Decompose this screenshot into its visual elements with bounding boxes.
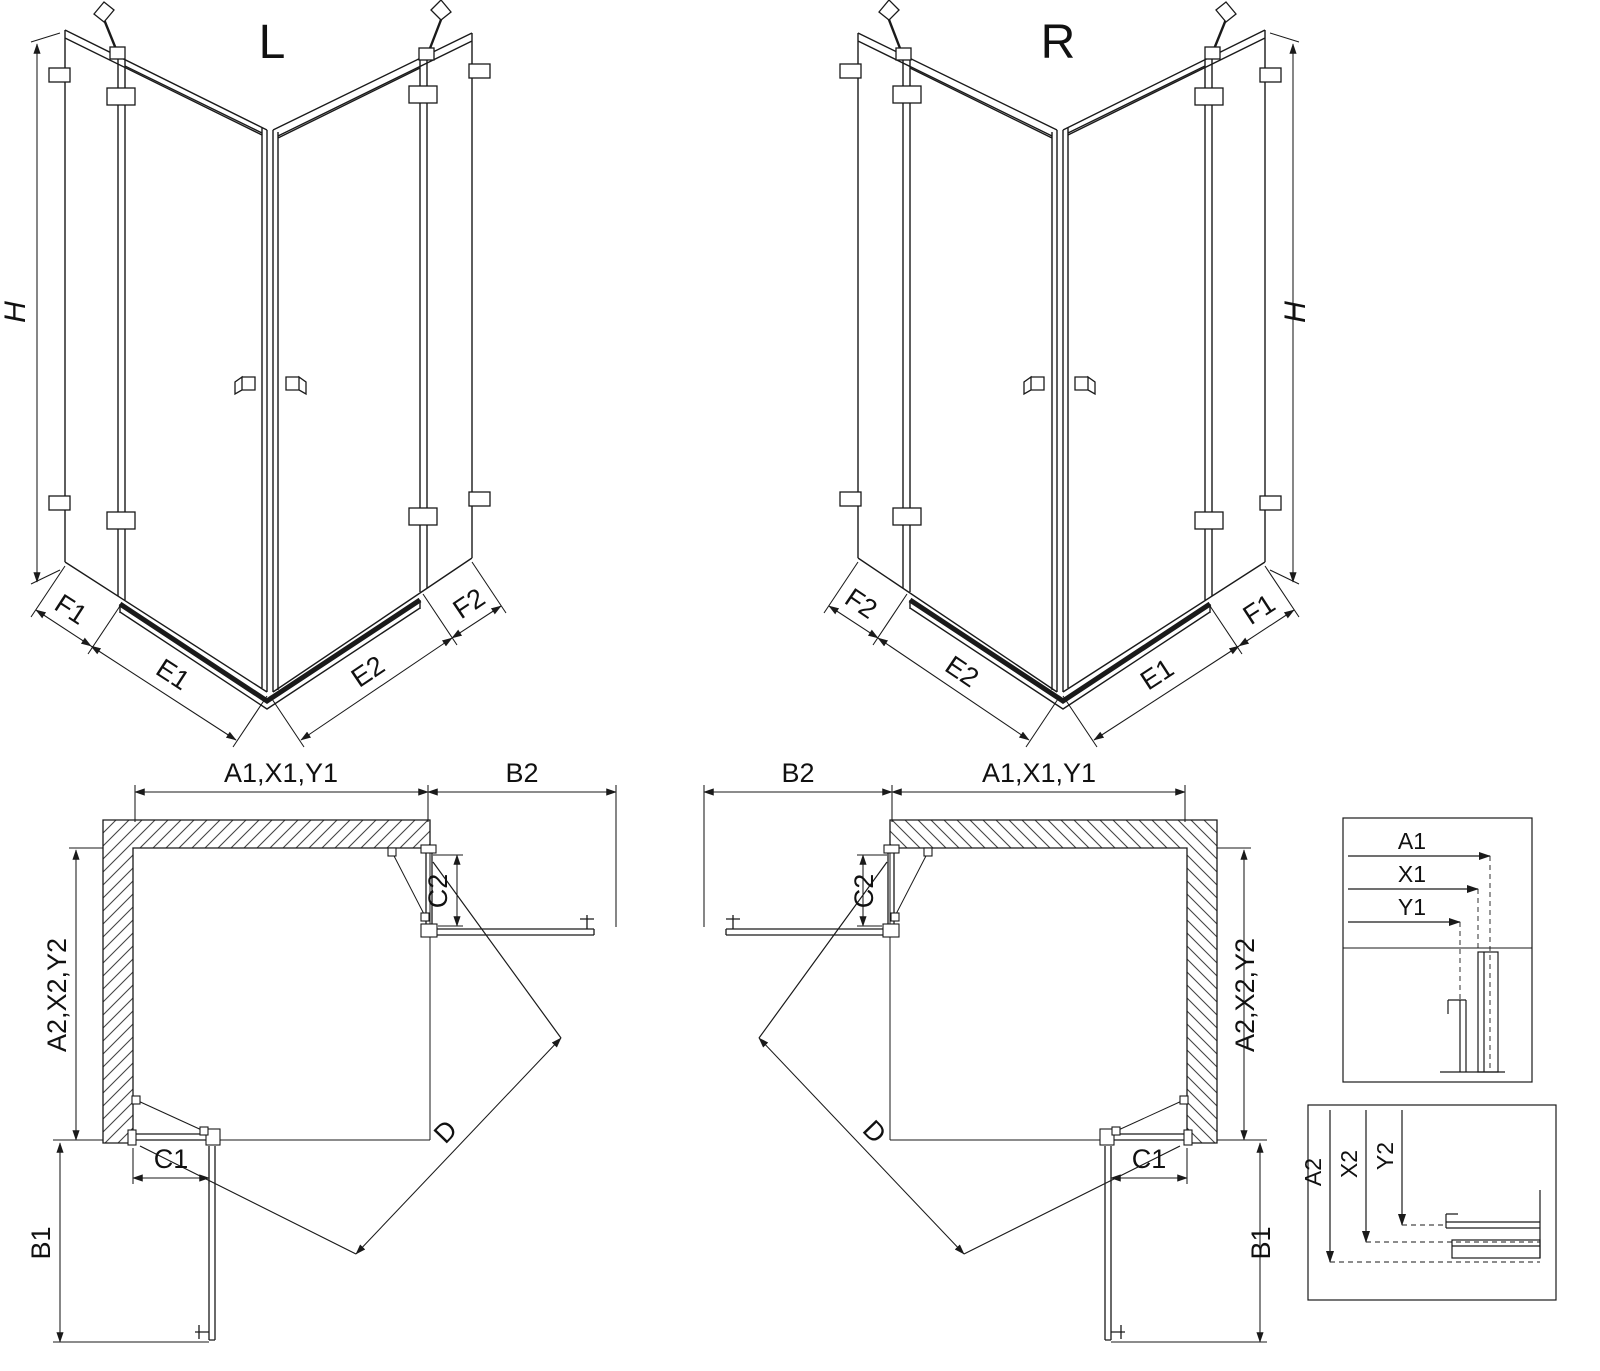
dim-label-e2-left: E2	[346, 650, 390, 693]
dim-label-f1-right: F1	[1238, 588, 1281, 630]
inset-depth-border	[1307, 1104, 1557, 1301]
dim-label-a2x2y2-planleft: A2,X2,Y2	[42, 938, 72, 1052]
dim-label-c2-planright: C2	[849, 874, 879, 909]
inset-label-y2: Y2	[1372, 1142, 1398, 1170]
dim-label-c1-planright: C1	[1132, 1144, 1167, 1174]
inset-label-a2: A2	[1300, 1158, 1326, 1186]
dim-label-c1-planleft: C1	[154, 1144, 189, 1174]
plan-view-left-geometry	[53, 785, 616, 1342]
dim-label-b2-planleft: B2	[505, 758, 538, 788]
perspective-view-right-geometry	[824, 0, 1299, 747]
dim-label-e2-right: E2	[940, 650, 984, 693]
dim-label-d-planleft: D	[428, 1114, 463, 1149]
view-label-right: R	[1041, 16, 1076, 69]
dim-label-a1x1y1-planleft: A1,X1,Y1	[224, 758, 338, 788]
dim-label-b2-planright: B2	[781, 758, 814, 788]
detail-inset-depth	[1307, 1104, 1557, 1301]
detail-inset-width	[1342, 817, 1533, 1083]
plan-view-right-geometry	[704, 785, 1267, 1342]
inset-label-y1: Y1	[1398, 894, 1426, 920]
dim-label-f2-right: F2	[840, 582, 883, 624]
perspective-view-left-geometry	[31, 0, 506, 747]
dim-label-d-planright: D	[857, 1114, 892, 1149]
inset-label-x2: X2	[1336, 1150, 1362, 1178]
dim-label-f2-left: F2	[448, 582, 491, 624]
dim-label-h-right: H	[1279, 301, 1312, 323]
dim-label-a2x2y2-planright: A2,X2,Y2	[1230, 938, 1260, 1052]
view-label-left: L	[259, 16, 286, 69]
inset-label-a1: A1	[1398, 828, 1426, 854]
dim-label-h-left: H	[0, 301, 32, 323]
dim-label-b1-planright: B1	[1246, 1226, 1276, 1259]
dim-label-b1-planleft: B1	[26, 1226, 56, 1259]
dim-label-f1-left: F1	[50, 588, 93, 630]
dim-label-c2-planleft: C2	[423, 874, 453, 909]
inset-label-x1: X1	[1398, 861, 1426, 887]
dim-label-a1x1y1-planright: A1,X1,Y1	[982, 758, 1096, 788]
inset-width-border	[1342, 817, 1533, 1083]
